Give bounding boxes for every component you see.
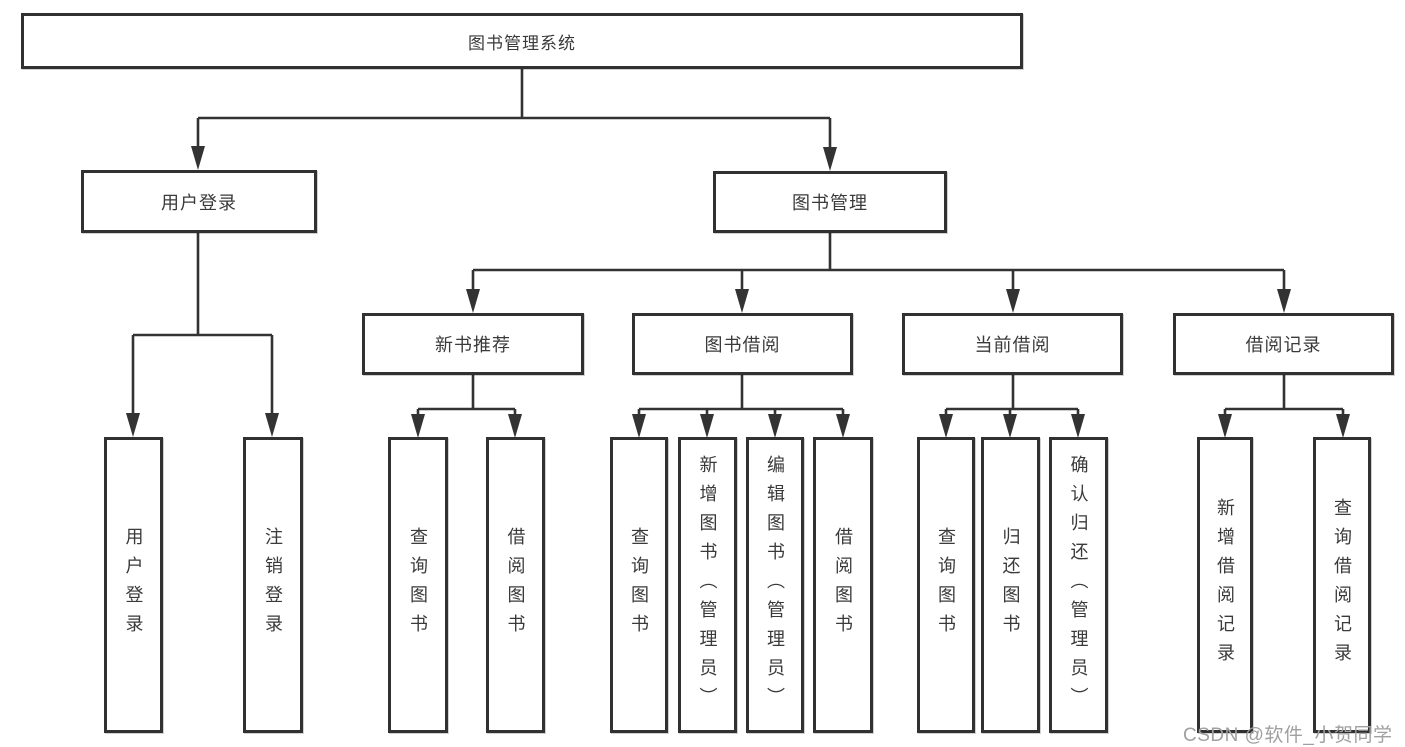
- node-label: 当前借阅: [974, 335, 1051, 355]
- node-borrowing-records: 借阅记录: [1173, 313, 1394, 375]
- leaf-logout-login: 注销登录: [243, 437, 303, 733]
- arrow-head-icon: [508, 414, 522, 438]
- node-new-book-recommend: 新书推荐: [362, 313, 584, 375]
- leaf-label: 借阅图书: [833, 527, 853, 643]
- arrow-head-icon: [191, 146, 205, 170]
- node-label: 用户登录: [161, 192, 237, 213]
- arrow-head-icon: [823, 147, 837, 171]
- node-label: 借阅记录: [1245, 335, 1322, 355]
- node-book-borrowing: 图书借阅: [632, 313, 853, 375]
- arrow-head-icon: [1071, 414, 1085, 438]
- leaf-user-login: 用户登录: [104, 437, 163, 733]
- leaf-label: 查询图书: [408, 527, 428, 643]
- arrow-head-icon: [126, 413, 140, 437]
- node-book-management: 图书管理: [713, 171, 947, 233]
- arrow-head-icon: [265, 413, 279, 437]
- leaf-label: 查询图书: [629, 527, 649, 643]
- leaf-label: 归还图书: [1000, 527, 1021, 643]
- arrow-head-icon: [735, 289, 749, 313]
- leaf-label: 借阅图书: [505, 527, 526, 643]
- arrow-head-icon: [466, 289, 480, 313]
- leaf-edit-books-admin: 编辑图书（管理员）: [746, 437, 804, 733]
- leaf-query-books-current: 查询图书: [917, 437, 975, 733]
- leaf-borrow-books-recommend: 借阅图书: [486, 437, 545, 733]
- leaf-add-borrow-record: 新增借阅记录: [1197, 437, 1253, 733]
- node-label: 图书管理: [792, 193, 868, 213]
- leaf-label: 注销登录: [263, 527, 283, 643]
- node-current-borrowing: 当前借阅: [902, 313, 1123, 375]
- leaf-label: 用户登录: [123, 527, 144, 643]
- arrow-head-icon: [768, 414, 782, 438]
- node-label: 图书管理系统: [468, 33, 576, 53]
- node-label: 图书借阅: [704, 335, 781, 355]
- arrow-head-icon: [1277, 289, 1291, 313]
- node-user-login: 用户登录: [81, 170, 317, 233]
- leaf-label: 编辑图书（管理员）: [765, 454, 785, 716]
- arrow-head-icon: [700, 414, 714, 438]
- csdn-watermark: CSDN @软件_小贺同学: [1183, 725, 1393, 746]
- arrow-head-icon: [1336, 414, 1350, 438]
- arrow-head-icon: [939, 414, 953, 438]
- arrow-head-icon: [632, 414, 646, 438]
- leaf-label: 新增借阅记录: [1215, 498, 1235, 672]
- leaf-label: 确认归还（管理员）: [1068, 454, 1089, 716]
- leaf-add-books-admin: 新增图书（管理员）: [678, 437, 737, 733]
- leaf-query-books-recommend: 查询图书: [388, 437, 448, 733]
- leaf-label: 新增图书（管理员）: [697, 454, 718, 716]
- leaf-label: 查询图书: [936, 527, 956, 643]
- leaf-confirm-return-admin: 确认归还（管理员）: [1049, 437, 1108, 733]
- leaf-label: 查询借阅记录: [1332, 498, 1352, 672]
- leaf-query-borrow-record: 查询借阅记录: [1313, 437, 1371, 733]
- node-label: 新书推荐: [435, 335, 511, 355]
- arrow-head-icon: [1006, 289, 1020, 313]
- leaf-borrow-books: 借阅图书: [813, 437, 873, 733]
- leaf-query-books-borrowing: 查询图书: [610, 437, 668, 733]
- arrow-head-icon: [1218, 414, 1232, 438]
- arrow-head-icon: [836, 414, 850, 438]
- leaf-return-books: 归还图书: [981, 437, 1040, 733]
- node-library-management-system: 图书管理系统: [21, 13, 1023, 69]
- arrow-head-icon: [1003, 414, 1017, 438]
- arrow-head-icon: [411, 414, 425, 438]
